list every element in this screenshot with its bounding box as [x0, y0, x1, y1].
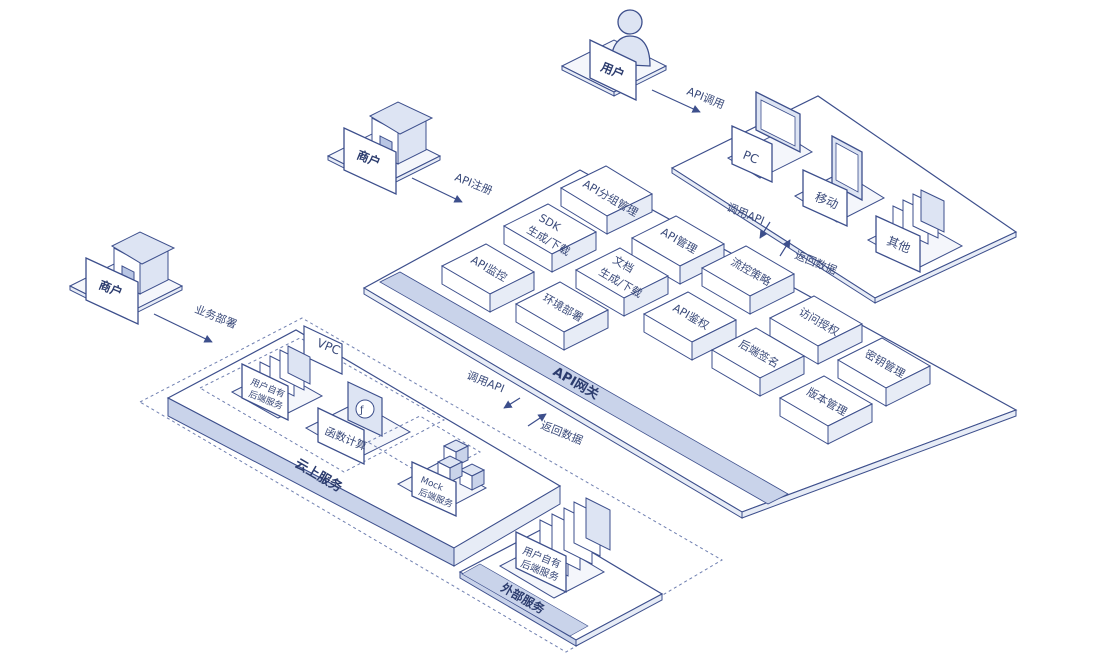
other-device[interactable]: 其他 — [866, 189, 964, 274]
module-flow-control[interactable]: 流控策略 — [700, 245, 796, 315]
module-api-group-mgmt[interactable]: API分组管理 — [559, 165, 654, 235]
module-api-mgmt[interactable]: API管理 — [630, 215, 726, 285]
pc-device[interactable]: PC — [726, 90, 814, 184]
mock-region — [366, 415, 482, 479]
user-node[interactable]: 用户 — [560, 9, 668, 102]
module-version-mgmt[interactable]: 版本管理 — [778, 375, 874, 445]
external-user-backend[interactable]: 用户自有 后端服务 — [498, 497, 611, 599]
mock-backend[interactable]: Mock 后端服务 — [396, 439, 488, 518]
module-backend-sign[interactable]: 后端签名 — [710, 327, 806, 397]
edge-return-data-label-2: 返回数据 — [539, 418, 585, 447]
cubes-icon — [436, 439, 486, 491]
module-doc[interactable]: 文档 生成/下载 — [574, 247, 670, 317]
merchant-node-1[interactable]: 商户 — [326, 101, 442, 196]
merchant-node-2[interactable]: 商户 — [68, 231, 184, 326]
module-sdk[interactable]: SDK 生成/下载 — [502, 203, 598, 273]
edge-api-register-label: API注册 — [453, 170, 495, 198]
edge-business-deploy: 业务部署 — [153, 302, 239, 343]
external-band — [461, 563, 589, 637]
edge-business-deploy-label: 业务部署 — [193, 302, 239, 331]
module-api-monitor[interactable]: API监控 — [440, 243, 536, 313]
module-api-auth[interactable]: API鉴权 — [642, 291, 738, 361]
function-compute[interactable]: ƒ 函数计算 — [304, 381, 412, 466]
mobile-device[interactable]: 移动 — [793, 134, 886, 228]
module-key-mgmt[interactable]: 密钥管理 — [836, 337, 932, 407]
gateway-band — [379, 271, 789, 505]
function-compute-glyph: ƒ — [359, 405, 364, 416]
vpc-region: VPC — [198, 325, 446, 473]
deploy-region-outline — [138, 317, 723, 653]
pc-label: PC — [741, 148, 761, 167]
module-env-deploy[interactable]: 环境部署 — [514, 281, 610, 351]
vpc-user-backend[interactable]: 用户自有 后端服务 — [230, 345, 324, 422]
edge-api-call: API调用 — [651, 85, 726, 113]
module-access-auth[interactable]: 访问授权 — [768, 295, 864, 365]
function-compute-icon — [355, 399, 375, 419]
edge-api-register: API注册 — [411, 170, 495, 203]
